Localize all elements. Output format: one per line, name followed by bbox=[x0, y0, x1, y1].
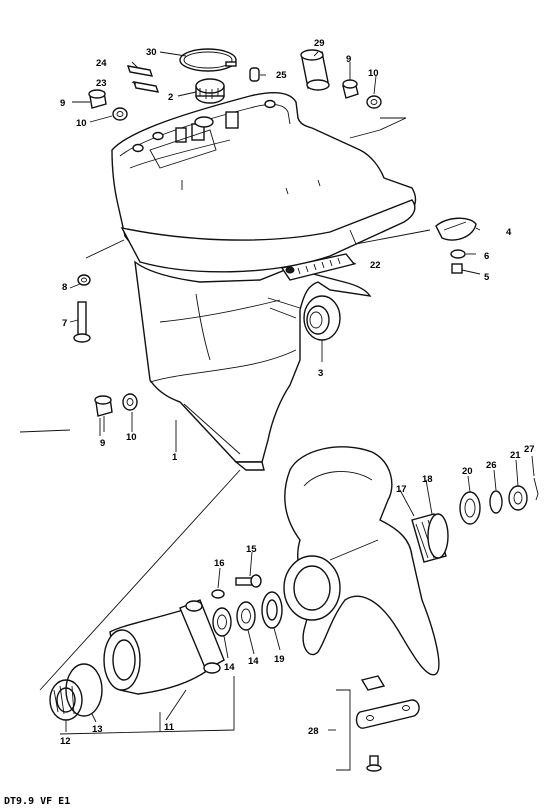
callout-label: 14 bbox=[224, 662, 235, 673]
bracket-line-lower bbox=[59, 676, 235, 735]
bracket-line-mid-right bbox=[349, 229, 431, 245]
callout-label: 9 bbox=[346, 54, 351, 65]
callout-label: 12 bbox=[60, 736, 71, 747]
gear-case-housing bbox=[111, 91, 417, 471]
callout-label: 19 bbox=[274, 654, 285, 665]
bracket-line-top-right bbox=[349, 117, 407, 139]
callout-label: 2 bbox=[168, 92, 173, 103]
bolt-washer-top-left bbox=[88, 89, 128, 121]
water-strainer-part bbox=[280, 253, 356, 281]
callout-label: 18 bbox=[422, 474, 433, 485]
washer-and-bolt-left bbox=[73, 274, 91, 343]
callout-labels: 1 2 3 4 5 6 7 8 9 10 9 10 9 10 11 12 13 … bbox=[60, 38, 535, 747]
thrust-washer-part bbox=[459, 491, 481, 525]
dowel-pin-part bbox=[249, 67, 260, 82]
bearing-housing-part bbox=[103, 599, 225, 695]
propeller-part bbox=[283, 446, 440, 676]
callout-label: 1 bbox=[172, 452, 178, 463]
key-parts bbox=[126, 65, 160, 93]
callout-label: 27 bbox=[524, 444, 535, 455]
explode-leader-line bbox=[39, 469, 241, 691]
callout-label: 10 bbox=[76, 118, 87, 129]
callout-label: 9 bbox=[100, 438, 105, 449]
trim-tab-part bbox=[435, 217, 477, 274]
circlip-part bbox=[179, 48, 237, 72]
callout-label: 29 bbox=[314, 38, 325, 49]
callout-label: 21 bbox=[510, 450, 521, 461]
callout-label: 17 bbox=[396, 484, 407, 495]
callout-label: 8 bbox=[62, 282, 67, 293]
diagram-caption: DT9.9 VF E1 bbox=[4, 796, 70, 807]
prop-hub-parts bbox=[411, 513, 449, 563]
callout-label: 22 bbox=[370, 260, 381, 271]
callout-label: 5 bbox=[484, 272, 490, 283]
callout-label: 9 bbox=[60, 98, 65, 109]
callout-label: 16 bbox=[214, 558, 225, 569]
callout-label: 20 bbox=[462, 466, 473, 477]
bolt-washer-top-right bbox=[342, 79, 382, 109]
bracket-line-left bbox=[85, 239, 125, 259]
callout-label: 11 bbox=[164, 722, 175, 733]
anode-plate-part bbox=[328, 675, 420, 772]
callout-label: 10 bbox=[126, 432, 137, 443]
callout-label: 26 bbox=[486, 460, 497, 471]
washer-26-part bbox=[489, 490, 503, 514]
callout-label: 30 bbox=[146, 47, 157, 58]
bearing-part bbox=[195, 78, 225, 104]
prop-nut-part bbox=[508, 485, 528, 511]
callout-label: 25 bbox=[276, 70, 287, 81]
callout-label: 7 bbox=[62, 318, 67, 329]
cotter-pin-part bbox=[533, 477, 539, 501]
callout-label: 28 bbox=[308, 726, 319, 737]
oil-seals-14-parts bbox=[212, 601, 256, 637]
bearing-19-part bbox=[261, 591, 283, 629]
callout-label: 4 bbox=[506, 227, 512, 238]
callout-label: 10 bbox=[368, 68, 379, 79]
callout-label: 23 bbox=[96, 78, 107, 89]
callout-label: 13 bbox=[92, 724, 103, 735]
callout-label: 3 bbox=[318, 368, 323, 379]
bolt-15-part bbox=[235, 574, 262, 588]
oil-seal-part bbox=[303, 295, 341, 341]
bolt-washer-lower-left bbox=[94, 393, 138, 417]
sleeve-part bbox=[300, 49, 330, 91]
explode-leader-line-left bbox=[19, 429, 71, 433]
callout-label: 14 bbox=[248, 656, 259, 667]
callout-leaders bbox=[65, 51, 535, 732]
callout-label: 15 bbox=[246, 544, 257, 555]
callout-label: 24 bbox=[96, 58, 107, 69]
washer-16-part bbox=[211, 589, 225, 599]
callout-label: 6 bbox=[484, 251, 489, 262]
o-ring-part bbox=[65, 663, 103, 717]
